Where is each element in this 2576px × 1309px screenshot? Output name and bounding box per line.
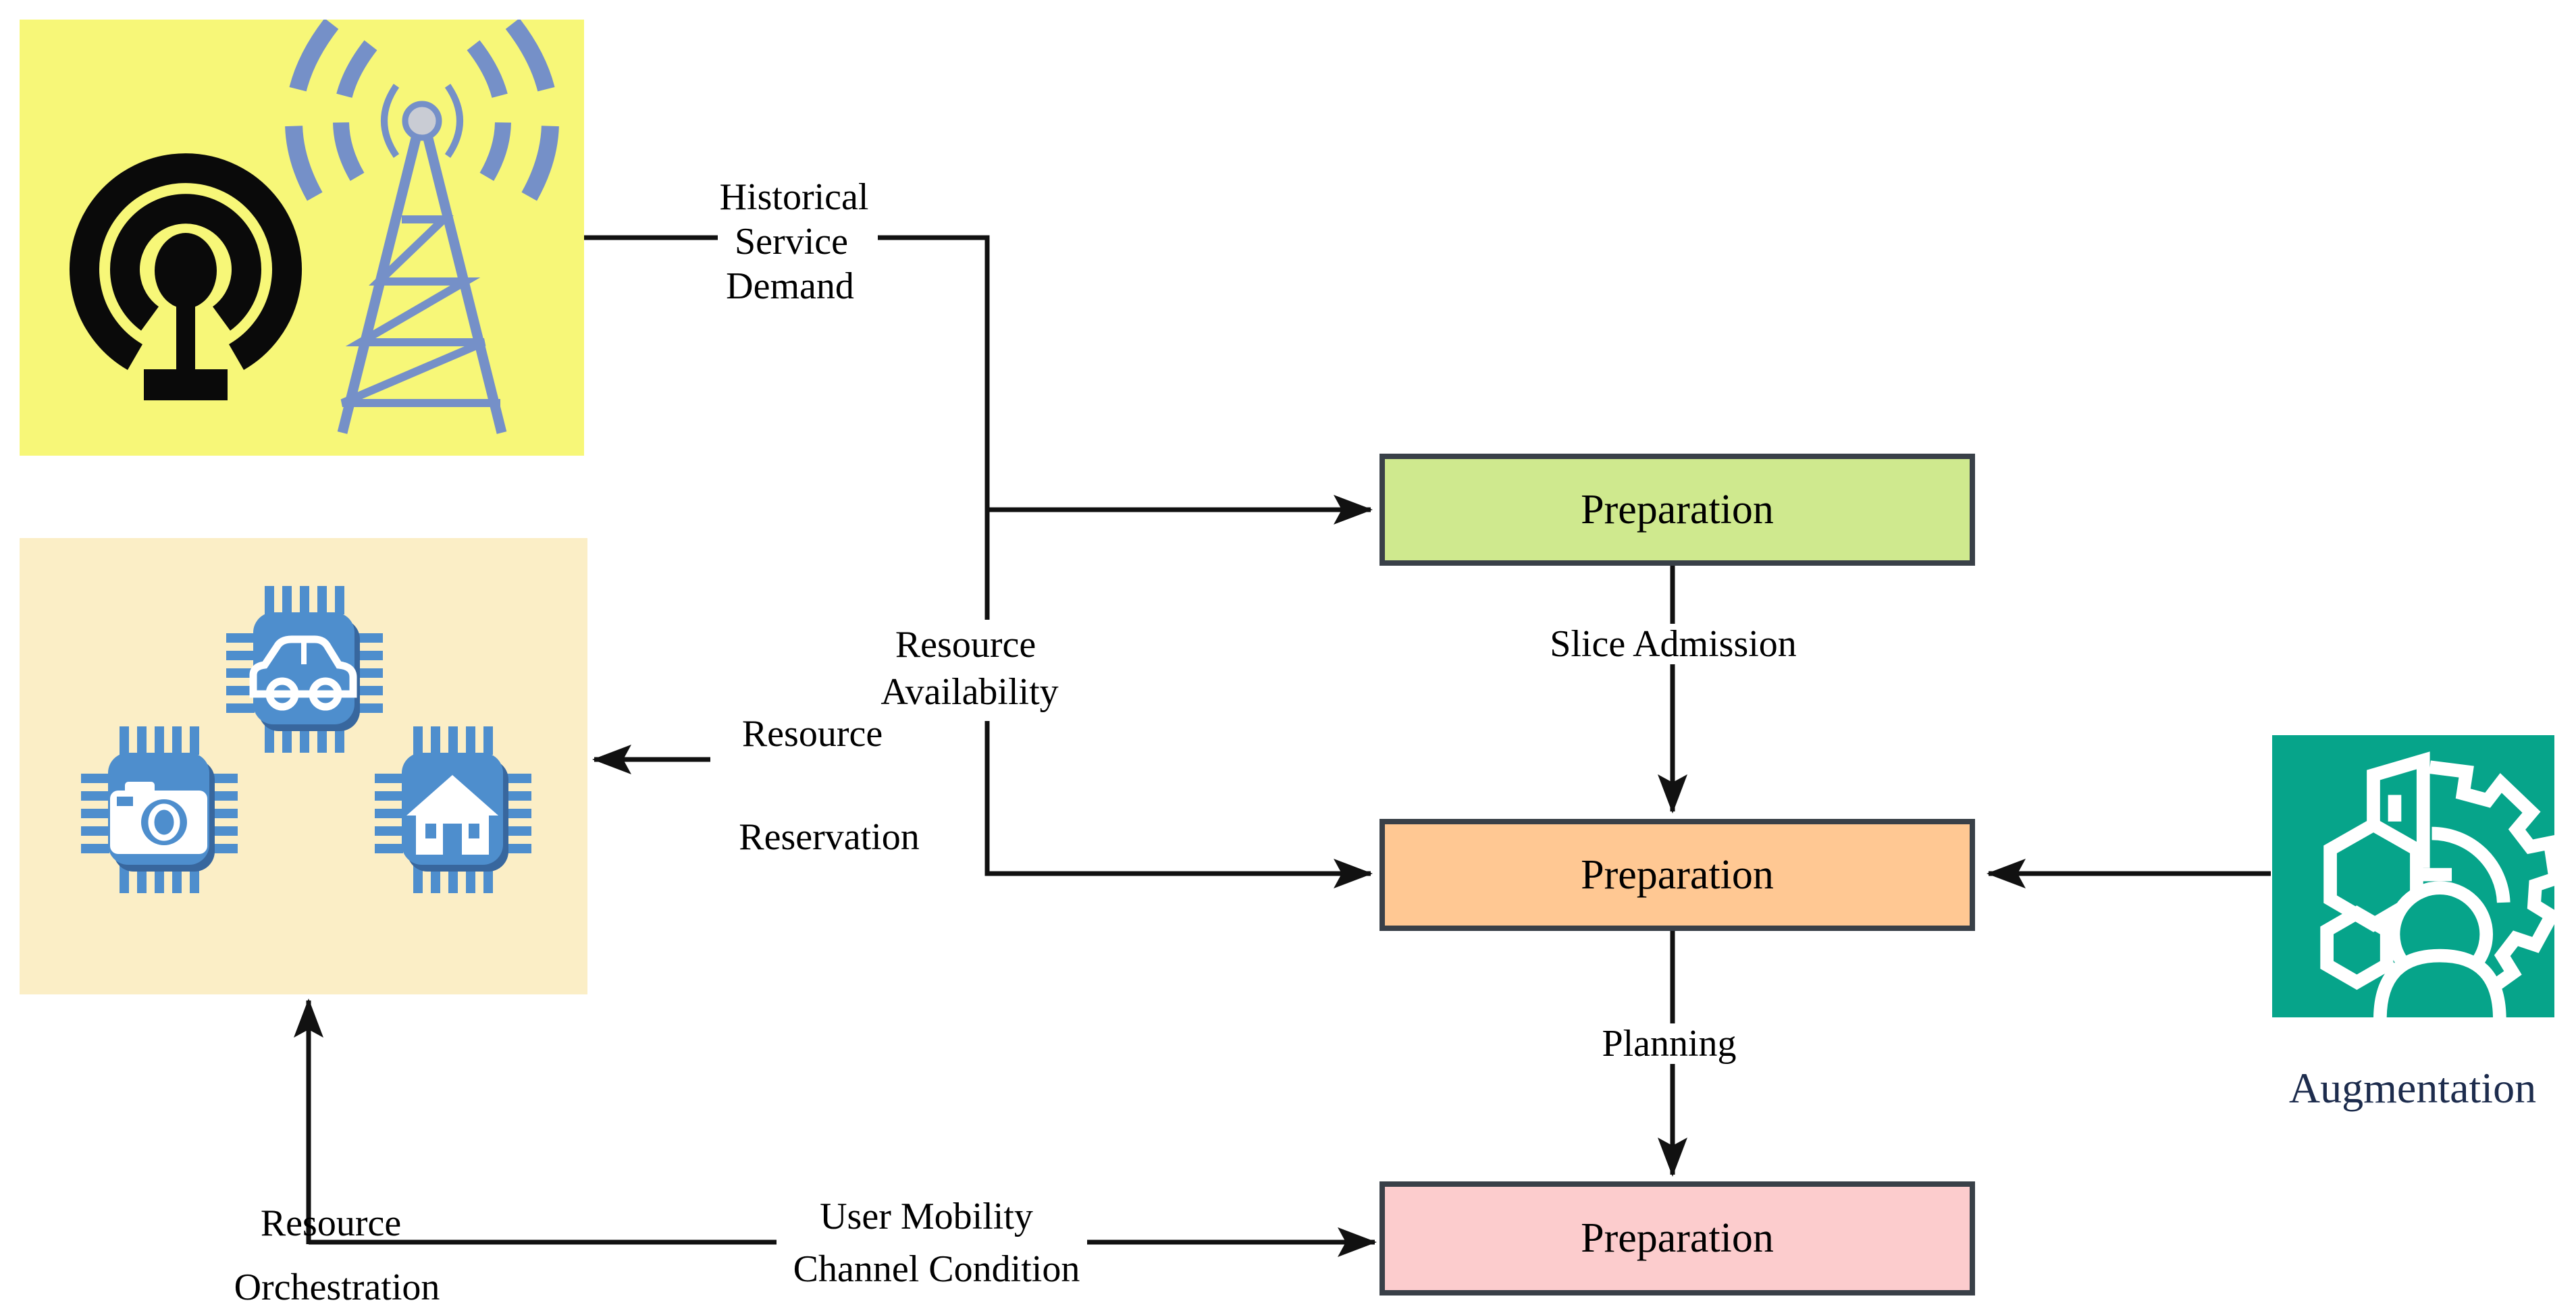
preparation-box-bottom-label: Preparation <box>1581 1215 1774 1261</box>
person-icon <box>2373 881 2506 1017</box>
podcast-icon <box>70 153 302 400</box>
historical-demand-line-right <box>878 235 990 620</box>
user-mobility-label-line1: User Mobility <box>820 1196 1033 1237</box>
preparation-box-top: Preparation <box>1379 454 1975 566</box>
resource-orchestration-label-line1: Resource <box>260 1202 402 1244</box>
resource-reservation-label-line1: Resource <box>741 713 883 755</box>
radio-access-panel <box>20 20 584 456</box>
preparation-box-middle: Preparation <box>1379 819 1975 931</box>
antenna-tower-icon <box>285 20 559 434</box>
radio-access-icons <box>70 20 559 434</box>
resource-availability-label-line1: Resource <box>895 624 1036 666</box>
gear-icon <box>2429 760 2554 1003</box>
historical-label-line1: Historical <box>719 176 869 218</box>
preparation-box-middle-label: Preparation <box>1581 851 1774 898</box>
augmentation-label: Augmentation <box>2288 1064 2537 1112</box>
smart-home-chip-icon <box>375 726 531 893</box>
historical-label-line3: Demand <box>726 265 854 307</box>
planning-label: Planning <box>1602 1023 1737 1065</box>
resource-orchestration-label-line2: Orchestration <box>234 1266 440 1308</box>
camera-chip-icon <box>81 726 238 893</box>
resource-reservation-label-line2: Reservation <box>739 816 920 858</box>
device-chip-icons <box>81 586 531 893</box>
augmentation-panel <box>2272 735 2554 1017</box>
resource-availability-label-line2: Availability <box>880 671 1059 713</box>
user-mobility-label-line2: Channel Condition <box>793 1248 1080 1290</box>
slice-admission-label: Slice Admission <box>1550 623 1797 665</box>
resource-availability-arrow-to-orange <box>984 721 1373 888</box>
preparation-box-top-label: Preparation <box>1581 486 1774 533</box>
ai-gear-person-icon <box>2320 751 2554 1017</box>
preparation-box-bottom: Preparation <box>1379 1181 1975 1295</box>
devices-panel <box>20 538 587 994</box>
car-chip-icon <box>226 586 383 753</box>
historical-label-line2: Service <box>735 221 848 263</box>
